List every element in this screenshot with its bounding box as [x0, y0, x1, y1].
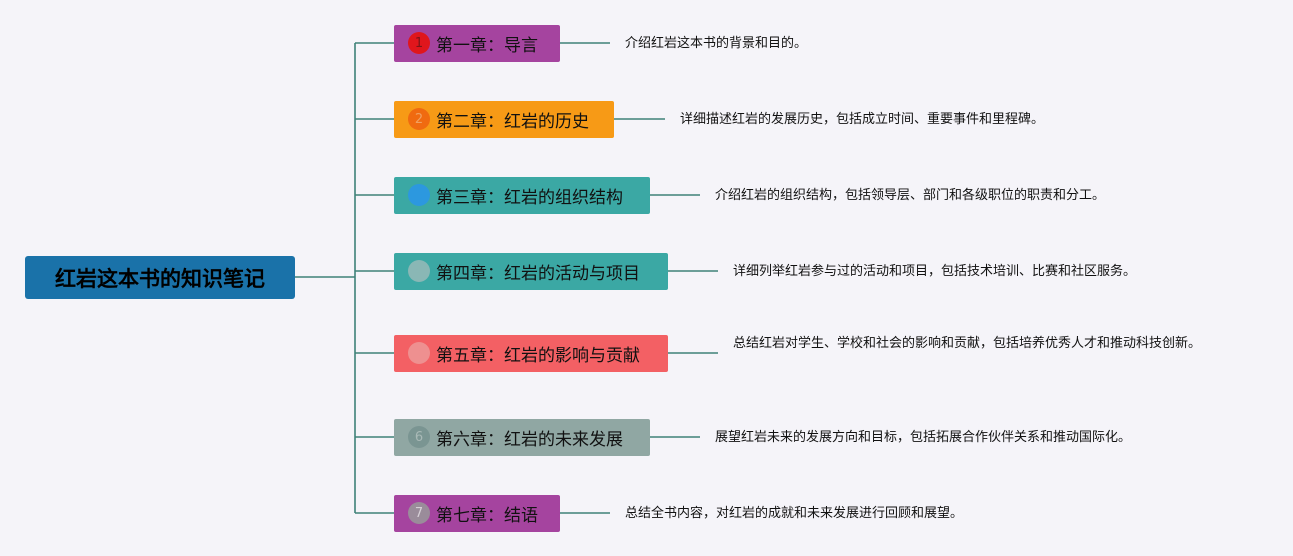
chapter-number-badge: 5 — [408, 342, 430, 364]
chapter-number-badge: 7 — [408, 502, 430, 524]
chapter-description-4: 详细列举红岩参与过的活动和项目，包括技术培训、比赛和社区服务。 — [733, 263, 1137, 279]
root-node[interactable]: 红岩这本书的知识笔记 — [25, 256, 295, 299]
chapter-description-2: 详细描述红岩的发展历史，包括成立时间、重要事件和里程碑。 — [680, 111, 1045, 127]
chapter-description-3: 介绍红岩的组织结构，包括领导层、部门和各级职位的职责和分工。 — [715, 187, 1106, 203]
chapter-title: 第六章：红岩的未来发展 — [436, 429, 623, 450]
chapter-title: 第三章：红岩的组织结构 — [436, 187, 623, 208]
chapter-title: 第二章：红岩的历史 — [436, 111, 589, 132]
chapter-description-1: 介绍红岩这本书的背景和目的。 — [625, 35, 808, 51]
chapter-title: 第一章：导言 — [436, 35, 538, 56]
chapter-node-3[interactable]: 3 第三章：红岩的组织结构 — [394, 176, 650, 214]
chapter-description-6: 展望红岩未来的发展方向和目标，包括拓展合作伙伴关系和推动国际化。 — [715, 429, 1132, 445]
chapter-number-badge: 6 — [408, 426, 430, 448]
chapter-node-7[interactable]: 7 第七章：结语 — [394, 494, 560, 532]
chapter-node-1[interactable]: 1 第一章：导言 — [394, 24, 560, 62]
chapter-number-badge: 3 — [408, 184, 430, 206]
chapter-node-5[interactable]: 5 第五章：红岩的影响与贡献 — [394, 334, 668, 372]
chapter-node-2[interactable]: 2 第二章：红岩的历史 — [394, 100, 614, 138]
chapter-description-7: 总结全书内容，对红岩的成就和未来发展进行回顾和展望。 — [625, 505, 964, 521]
chapter-node-6[interactable]: 6 第六章：红岩的未来发展 — [394, 418, 650, 456]
chapter-number-badge: 2 — [408, 108, 430, 130]
chapter-number-badge: 1 — [408, 32, 430, 54]
chapter-description-5: 总结红岩对学生、学校和社会的影响和贡献，包括培养优秀人才和推动科技创新。 — [733, 336, 1202, 351]
chapter-title: 第七章：结语 — [436, 505, 538, 526]
chapter-node-4[interactable]: 4 第四章：红岩的活动与项目 — [394, 252, 668, 290]
root-label: 红岩这本书的知识笔记 — [55, 266, 265, 291]
chapter-title: 第五章：红岩的影响与贡献 — [436, 345, 640, 366]
chapter-title: 第四章：红岩的活动与项目 — [436, 263, 640, 284]
chapter-number-badge: 4 — [408, 260, 430, 282]
